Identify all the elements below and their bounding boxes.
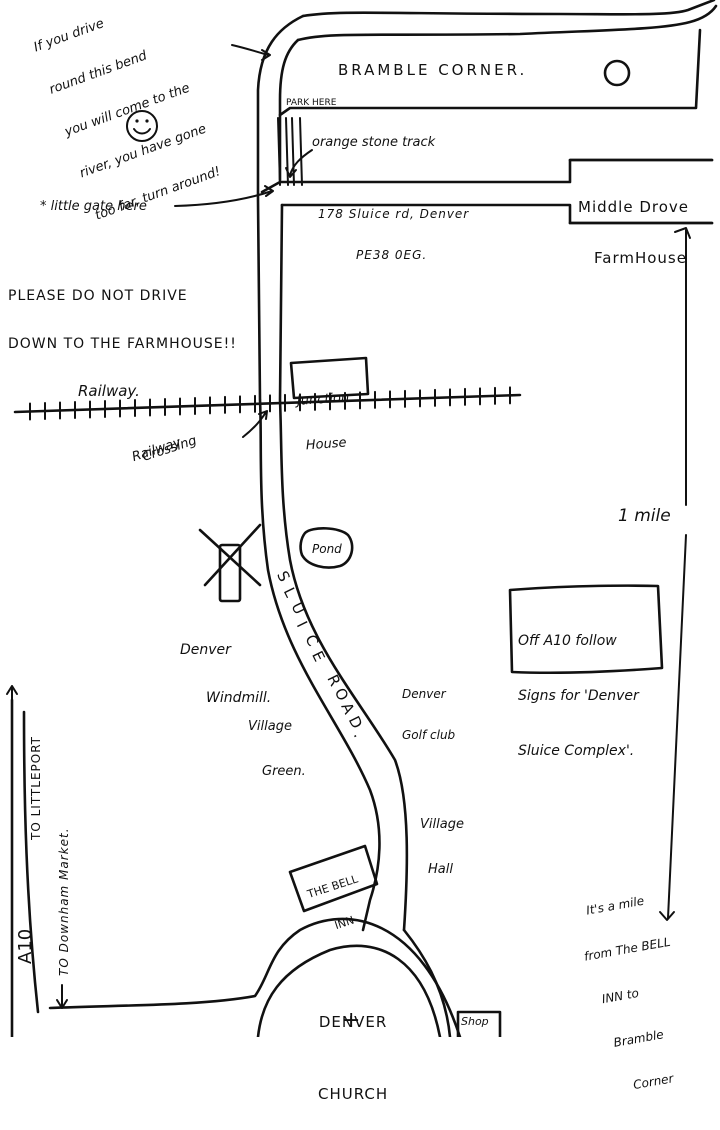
shop-box: [456, 1010, 502, 1037]
village-hall-line: Hall: [428, 861, 453, 877]
arrow-gate: [174, 185, 274, 207]
sluice-road-letter: R: [323, 671, 345, 689]
middle-drove-line: Middle Drove: [578, 197, 689, 216]
denver-golf-line: Golf club: [402, 727, 456, 742]
village-green-line: Green.: [262, 763, 306, 779]
bramble-corner-label: BRAMBLE CORNER.: [338, 61, 528, 79]
denver-golf-line: Denver: [402, 686, 446, 701]
one-mile-arrow-bottom: [659, 911, 675, 921]
a10-follow-box: [508, 584, 664, 675]
mile-note-line: Corner: [632, 1071, 675, 1093]
bramble-corner-bottom: [278, 28, 702, 117]
sluice-road-left-edge: [256, 14, 381, 932]
church-road-outer: [48, 917, 462, 1037]
bell-inn-line: INN: [333, 913, 356, 933]
mile-note-line: Bramble: [612, 1027, 665, 1050]
denver-windmill-line: Windmill.: [206, 690, 272, 707]
a10-follow-line: Off A10 follow: [518, 633, 617, 650]
arrow-downham: [56, 984, 68, 1009]
church-road-inner: [256, 944, 442, 1037]
arrow-crossing: [242, 410, 268, 438]
a10-follow-line: Signs for 'Denver: [518, 687, 639, 704]
address-line: PE38 0EG.: [356, 247, 428, 262]
shop-label: Shop: [461, 1015, 489, 1028]
denver-church-label: DENVER CHURCH: [318, 962, 388, 1130]
a10-follow-line: Sluice Complex'.: [518, 742, 635, 759]
denver-church-line: CHURCH: [318, 1085, 389, 1103]
smiley-face-icon: [126, 110, 158, 142]
middle-drove-box: [568, 158, 714, 225]
sluice-road-letter: .: [349, 728, 369, 741]
to-littleport-label: TO LITTLEPORT: [29, 735, 43, 840]
bell-inn-box: [288, 844, 379, 913]
a10-label: A10: [15, 928, 36, 964]
orange-track-label: orange stone track: [312, 135, 436, 150]
village-green-line: Village: [248, 718, 292, 734]
sluice-road-letter: C: [301, 631, 323, 650]
sluice-road-right-edge: [278, 38, 409, 932]
arrow-track: [285, 149, 313, 178]
pond-outline: [299, 527, 354, 569]
a10-follow-label: Off A10 follow Signs for 'Denver Sluice …: [518, 596, 639, 778]
mile-note-line: INN to: [600, 985, 640, 1007]
sluice-road-letter: I: [292, 618, 311, 631]
windmill-sails: [198, 523, 262, 587]
one-mile-line: [667, 229, 687, 919]
little-gate-label: * little gate here: [40, 199, 147, 214]
mile-note-line: It's a mile: [585, 893, 646, 918]
sluice-road-letter: L: [279, 584, 300, 601]
one-mile-label: 1 mile: [618, 506, 671, 526]
church-cross-icon: +: [342, 1008, 361, 1033]
denver-golf-label: Denver Golf club: [402, 660, 455, 757]
sluice-road-letter: A: [337, 699, 359, 717]
bell-inn-line: THE BELL: [305, 872, 360, 902]
denver-church-line: DENVER: [318, 1013, 388, 1031]
bramble-corner-road: [301, 0, 716, 18]
denver-windmill-label: Denver Windmill.: [180, 610, 271, 723]
arrow-bend: [231, 44, 271, 61]
railway-label: Railway.: [78, 382, 140, 400]
church-road-right: [402, 928, 452, 1037]
a10-road-right: [22, 710, 40, 1014]
orange-stone-track: [277, 117, 303, 186]
address-line: 178 Sluice rd, Denver: [318, 206, 470, 221]
please-not-label: PLEASE DO NOT DRIVE DOWN TO THE FARMHOUS…: [8, 256, 237, 369]
windmill-body: [218, 543, 242, 603]
bramble-corner-circle: [603, 59, 631, 87]
address-label: 178 Sluice rd, Denver PE38 0EG.: [318, 180, 469, 277]
hand-drawn-map: [6, 0, 718, 1037]
to-downham-label: TO Downham Market.: [57, 827, 71, 976]
middle-drove-label: Middle Drove FarmHouse: [578, 164, 689, 285]
village-hall-line: Village: [420, 816, 464, 832]
denver-windmill-line: Denver: [180, 642, 231, 659]
please-not-line: PLEASE DO NOT DRIVE: [8, 288, 188, 305]
middle-drove-line: FarmHouse: [594, 249, 687, 268]
mile-note-line: from The BELL: [583, 934, 672, 964]
please-not-line: DOWN TO THE FARMHOUSE!!: [8, 336, 237, 353]
pond-label: Pond: [312, 542, 342, 556]
junction-house-box: [289, 356, 370, 400]
village-hall-label: Village Hall: [420, 788, 464, 893]
arrow-littleport: [6, 685, 18, 701]
park-here-label: PARK HERE: [286, 98, 337, 108]
one-mile-arrow-top: [674, 227, 691, 239]
sluice-road-letter: E: [308, 648, 329, 665]
village-green-label: Village Green.: [248, 690, 306, 795]
sluice-road-letter: U: [287, 599, 309, 618]
sluice-road-letter: S: [273, 568, 294, 585]
bramble-corner-road-inner: [296, 4, 718, 42]
